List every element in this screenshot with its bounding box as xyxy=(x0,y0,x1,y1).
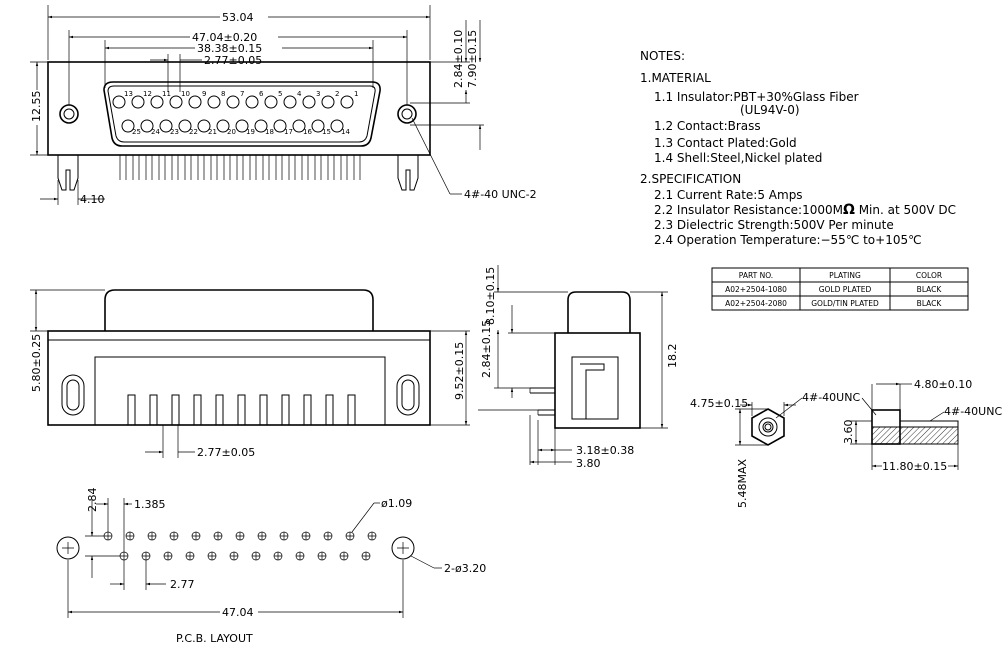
pin-label-6: 6 xyxy=(259,90,264,98)
material-shell: 1.4 Shell:Steel,Nickel plated xyxy=(654,151,822,165)
parts-table: PART NO. PLATING COLOR A02+2504-1080 GOL… xyxy=(711,267,969,311)
table-cell: GOLD/TIN PLATED xyxy=(811,299,879,308)
pin-label-20: 20 xyxy=(227,128,236,136)
dim-pcb-row: 2.84 xyxy=(86,488,99,513)
ohm-symbol: Ω xyxy=(843,202,855,218)
dim-hole-dia: ø1.09 xyxy=(381,497,412,510)
spec-resistance-a: 2.2 Insulator Resistance:1000M xyxy=(654,203,843,217)
pin-label-24: 24 xyxy=(151,128,160,136)
thread-label-b: 4#-40UNC xyxy=(944,405,1002,418)
pin-label-17: 17 xyxy=(284,128,293,136)
material-heading: 1.MATERIAL xyxy=(640,71,711,85)
material-plating: 1.3 Contact Plated:Gold xyxy=(654,136,797,150)
dim-total-height: 8.10±0.15 xyxy=(484,267,497,325)
notes-block: NOTES: 1.MATERIAL 1.1 Insulator:PBT+30%G… xyxy=(640,49,956,247)
pin-label-23: 23 xyxy=(170,128,179,136)
dim-tail2: 3.80 xyxy=(576,457,601,470)
spec-resistance: 2.2 Insulator Resistance:1000MΩ Min. at … xyxy=(654,202,956,218)
table-cell: BLACK xyxy=(917,285,943,294)
dim-length: 11.80±0.15 xyxy=(882,460,947,473)
thread-label-a: 4#-40UNC xyxy=(802,391,860,404)
pcb-holes-bottom xyxy=(119,551,371,561)
pin-label-5: 5 xyxy=(278,90,282,98)
spec-temperature: 2.4 Operation Temperature:−55℃ to+105℃ xyxy=(654,233,922,247)
pin-label-14: 14 xyxy=(341,128,350,136)
pin-label-4: 4 xyxy=(297,90,302,98)
front-pins-top xyxy=(112,95,354,109)
dim-dia: 3.60 xyxy=(842,420,855,445)
dim-half-pitch: 1.385 xyxy=(134,498,166,511)
dim-foot-width: 4.10 xyxy=(80,193,105,206)
front-view: 53.04 47.04±0.20 38.38±0.15 2.77±0.05 xyxy=(30,5,537,206)
dim-pcb-pitch: 2.77 xyxy=(170,578,195,591)
spec-resistance-b: Min. at 500V DC xyxy=(855,203,956,217)
dim-body-height: 5.80±0.25 xyxy=(30,334,43,392)
spec-current: 2.1 Current Rate:5 Amps xyxy=(654,188,803,202)
dim-rear: 9.52±0.15 xyxy=(453,342,466,400)
pin-label-16: 16 xyxy=(303,128,312,136)
dim-top-offset: 2.84±0.10 xyxy=(452,30,465,88)
pin-label-2: 2 xyxy=(335,90,339,98)
dim-head: 4.80±0.10 xyxy=(914,378,972,391)
dim-mount-hole: 2-ø3.20 xyxy=(444,562,486,575)
dim-row-offset: 7.90±0.15 xyxy=(466,30,479,88)
dim-depth: 18.2 xyxy=(666,344,679,369)
dim-max: 5.48MAX xyxy=(736,458,749,508)
pin-label-25: 25 xyxy=(132,128,141,136)
thread-callout: 4#-40 UNC-2 xyxy=(464,188,537,201)
material-insulator-rating: (UL94V-0) xyxy=(740,103,800,117)
dim-pitch-bottom: 2.77±0.05 xyxy=(197,446,255,459)
table-header-color: COLOR xyxy=(916,271,942,280)
pin-label-7: 7 xyxy=(240,90,244,98)
pin-label-19: 19 xyxy=(246,128,255,136)
material-insulator: 1.1 Insulator:PBT+30%Glass Fiber xyxy=(654,90,859,104)
dim-overall-width: 53.04 xyxy=(222,11,254,24)
pin-label-1: 1 xyxy=(354,90,358,98)
pin-label-3: 3 xyxy=(316,90,320,98)
dim-shell-width: 38.38±0.15 xyxy=(197,42,262,55)
table-cell: BLACK xyxy=(917,299,943,308)
pin-label-18: 18 xyxy=(265,128,274,136)
dim-pin-offset: 2.84±0.15 xyxy=(480,320,493,378)
pin-label-8: 8 xyxy=(221,90,225,98)
front-pins-bottom xyxy=(121,119,344,133)
spec-dielectric: 2.3 Dielectric Strength:500V Per minute xyxy=(654,218,894,232)
dim-front-height: 12.55 xyxy=(30,91,43,123)
dim-pcb-span: 47.04 xyxy=(222,606,254,619)
pcb-holes-top xyxy=(103,531,377,541)
pin-label-22: 22 xyxy=(189,128,198,136)
screw-side-view: 4.80±0.10 4#-40UNC 3.60 11.80±0.15 xyxy=(842,378,1002,473)
bottom-view: 5.80±0.25 2.77±0.05 9.52±0.15 xyxy=(30,289,470,459)
pin-label-9: 9 xyxy=(202,90,206,98)
material-contact: 1.2 Contact:Brass xyxy=(654,119,761,133)
dim-pitch-front: 2.77±0.05 xyxy=(204,54,262,67)
table-cell: A02+2504-2080 xyxy=(725,299,787,308)
dim-hex: 4.75±0.15 xyxy=(690,397,748,410)
pin-label-13: 13 xyxy=(124,90,133,98)
table-cell: GOLD PLATED xyxy=(819,285,872,294)
table-header-plating: PLATING xyxy=(829,271,861,280)
pcb-layout: 2.84 1.385 ø1.09 2-ø3.20 2.77 47.04 P.C.… xyxy=(56,488,486,645)
pin-label-11: 11 xyxy=(162,90,171,98)
pcb-layout-title: P.C.B. LAYOUT xyxy=(176,632,253,645)
dim-hole-spacing: 47.04±0.20 xyxy=(192,31,257,44)
side-view: 8.10±0.15 2.84±0.15 18.2 3.18±0.38 3.80 xyxy=(478,265,679,470)
table-cell: A02+2504-1080 xyxy=(725,285,787,294)
pin-label-15: 15 xyxy=(322,128,331,136)
pin-label-21: 21 xyxy=(208,128,217,136)
notes-heading: NOTES: xyxy=(640,49,685,63)
pin-label-10: 10 xyxy=(181,90,190,98)
table-header-part: PART NO. xyxy=(739,271,773,280)
spec-heading: 2.SPECIFICATION xyxy=(640,172,741,186)
screw-end-view: 4.75±0.15 5.48MAX 4#-40UNC xyxy=(690,391,860,508)
pin-label-12: 12 xyxy=(143,90,152,98)
dim-tail: 3.18±0.38 xyxy=(576,444,634,457)
